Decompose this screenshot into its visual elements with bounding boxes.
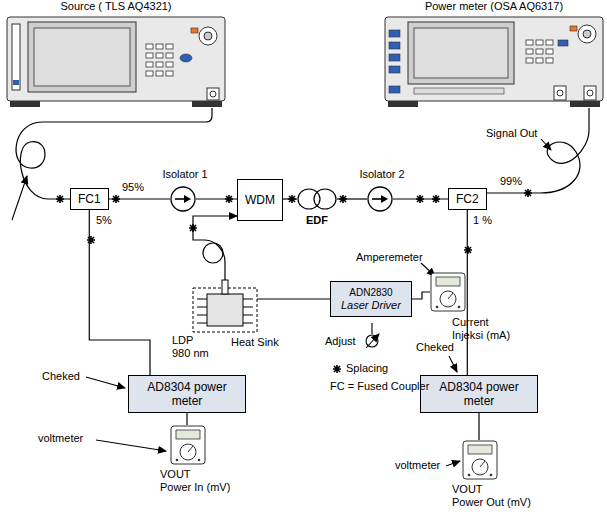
box-label: FC1	[78, 192, 101, 206]
fiber-connector	[109, 198, 170, 199]
current-caption: Current Injeksi (mA)	[452, 316, 522, 342]
isolator-heading: Isolator 1	[150, 168, 220, 181]
isolator-symbol	[367, 186, 393, 212]
check-note: Cheked	[42, 370, 80, 383]
fiber-connector	[89, 210, 150, 375]
isolator-symbol	[170, 186, 196, 212]
legend-splice-sample	[333, 365, 341, 373]
node-edf: EDF	[297, 187, 337, 227]
node-iso: Isolator 1	[150, 168, 220, 214]
driver-part: ADN2830	[341, 286, 401, 299]
fiber-connector	[487, 108, 589, 193]
fiber-connector	[393, 198, 448, 199]
node-inst: Power meter (OSA AQ6317)	[383, 0, 605, 110]
node-ldp: LDP 980 nmHeat Sink	[185, 276, 295, 366]
adjust-potentiometer	[366, 323, 379, 348]
fiber-connector	[196, 198, 237, 199]
check-note: Cheked	[416, 341, 454, 354]
node-ad: AD8304 power meter	[128, 375, 246, 413]
heatsink-label: Heat Sink	[231, 336, 279, 349]
fiber-connector	[412, 292, 430, 299]
voltmeter-device	[462, 440, 498, 480]
fiber-loop	[203, 243, 223, 263]
leader-arrows	[12, 139, 551, 466]
output-symbol: VOUT	[452, 483, 552, 496]
box-label: FC2	[456, 192, 479, 206]
laser-label: LDP 980 nm	[172, 334, 214, 360]
voltmeter-callout: voltmeter	[395, 459, 440, 472]
split-ratio: 99%	[500, 175, 522, 188]
splice-marks	[56, 189, 532, 254]
instrument-heading: Source ( TLS AQ4321)	[5, 0, 227, 13]
output-symbol: VOUT	[160, 468, 260, 481]
voltmeter-callout: voltmeter	[38, 432, 83, 445]
voltmeter-device	[170, 425, 206, 465]
driver-name: Laser Driver	[341, 299, 401, 312]
signal-note: Signal Out	[486, 127, 537, 140]
meter-label: AD8304 power meter	[147, 380, 227, 408]
split-ratio: 95%	[122, 181, 144, 194]
node-adn: ADN2830Laser Driver	[330, 281, 412, 317]
box-label: WDM	[245, 193, 275, 207]
split-ratio: 1 %	[473, 214, 492, 227]
amperemeter-callout: Amperemeter	[356, 251, 423, 264]
fiber-connector	[478, 413, 479, 440]
node-box: WDM	[237, 179, 283, 221]
instrument-heading: Power meter (OSA AQ6317)	[383, 0, 605, 13]
node-meter: VOUTPower In (mV)	[160, 425, 260, 494]
output-caption: Power Out (mV)	[452, 496, 552, 509]
instrument-drawing	[6, 16, 226, 108]
amperemeter-device	[430, 272, 466, 312]
fiber-coil	[297, 187, 337, 211]
node-iso: Isolator 2	[347, 168, 417, 214]
node-amm: Current Injeksi (mA)	[430, 272, 526, 342]
fiber-connector	[186, 413, 187, 425]
legend-text: Splacing	[346, 362, 388, 375]
fiber-connector	[193, 216, 237, 280]
laser-diode-package	[185, 276, 265, 334]
node-box: FC1	[70, 188, 109, 210]
split-ratio: 5%	[96, 214, 112, 227]
isolator-heading: Isolator 2	[347, 168, 417, 181]
abbreviation-note: FC = Fused Coupler	[330, 380, 429, 393]
fiber-label: EDF	[297, 214, 337, 227]
fiber-connector	[283, 198, 297, 199]
node-inst: Source ( TLS AQ4321)	[5, 0, 227, 110]
fiber-connector	[337, 198, 367, 199]
output-caption: Power In (mV)	[160, 481, 260, 494]
fiber-connector	[257, 298, 330, 299]
instrument-drawing	[384, 16, 604, 108]
node-meter: VOUTPower Out (mV)	[452, 440, 552, 509]
node-box: FC2	[448, 188, 487, 210]
fiber-connector	[467, 210, 468, 375]
meter-label: AD8304 power meter	[439, 380, 519, 408]
fiber-connector	[16, 108, 212, 199]
node-ad: AD8304 power meter	[420, 375, 538, 413]
adjust-note: Adjust	[325, 335, 356, 348]
